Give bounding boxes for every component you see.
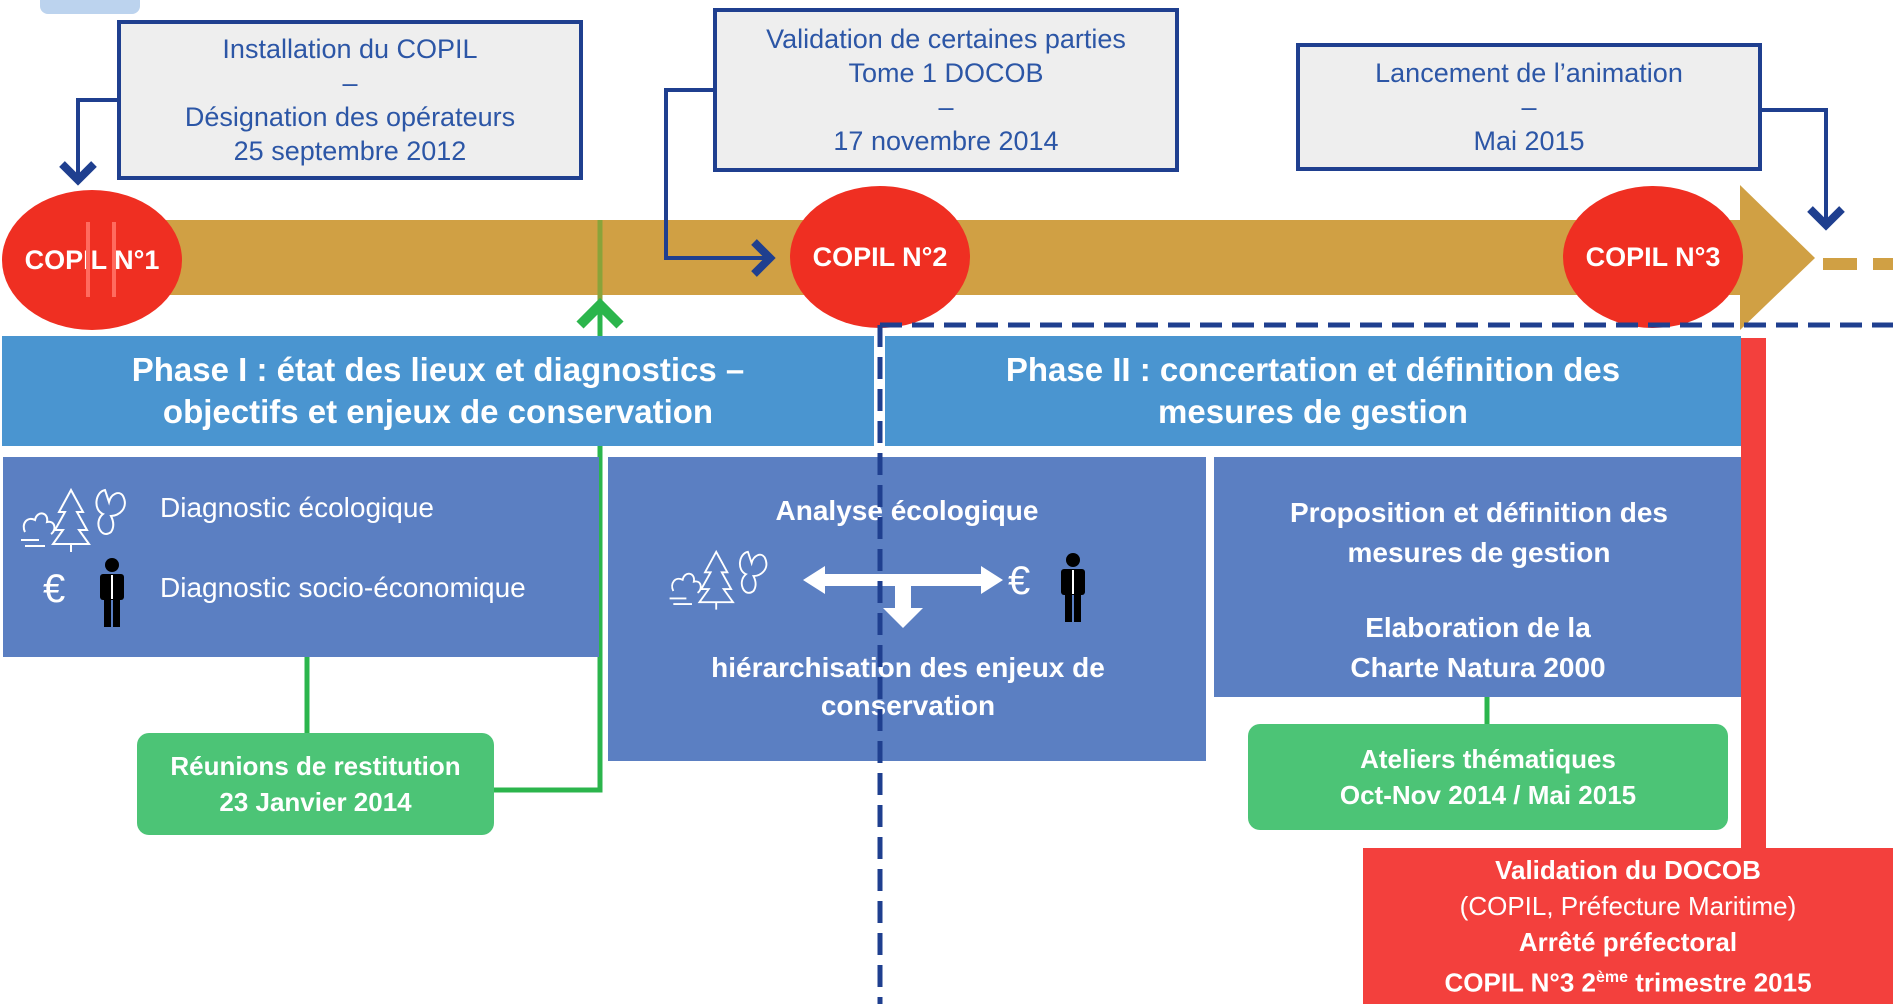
analysis-box: Analyse écologique € hiérarchisat: [608, 457, 1206, 761]
copil-2-marker: COPIL N°2: [790, 186, 970, 328]
euro-icon: €: [43, 567, 66, 611]
person-icon: [95, 557, 129, 632]
copil-3-marker: COPIL N°3: [1563, 186, 1743, 328]
analysis-title: Analyse écologique: [775, 495, 1039, 526]
phase-1-header: Phase I : état des lieux et diagnostics …: [2, 336, 874, 446]
copil-1-marker: COPIL N°1: [2, 190, 182, 330]
person-icon: [1056, 552, 1090, 627]
diagnostics-box: Diagnostic écologique € Diagnostic socio…: [3, 457, 599, 657]
forest-butterfly-icon: [664, 542, 774, 612]
copil-1-stripes: [86, 222, 116, 297]
charte-line-1: Elaboration de la: [1365, 612, 1591, 643]
forest-butterfly-icon: [15, 482, 133, 552]
validation-connector-bar: [1741, 338, 1766, 848]
logo-fragment: [40, 0, 140, 14]
charte-line-2: Charte Natura 2000: [1350, 652, 1606, 683]
callout-installation-copil: Installation du COPIL–Désignation des op…: [117, 20, 583, 180]
phase-2-header: Phase II : concertation et définition de…: [885, 336, 1741, 446]
diagnostic-eco-label: Diagnostic écologique: [160, 492, 434, 523]
callout-lancement-animation: Lancement de l’animation–Mai 2015: [1296, 43, 1762, 171]
proposition-title: Proposition et définition des mesures de…: [1290, 497, 1668, 568]
analysis-subtitle: hiérarchisation des enjeux de conservati…: [711, 652, 1105, 721]
double-arrow-icon: [803, 562, 1003, 637]
diagnostic-socio-label: Diagnostic socio-économique: [160, 572, 526, 603]
proposition-box: Proposition et définition des mesures de…: [1214, 457, 1742, 697]
validation-docob-box: Validation du DOCOB (COPIL, Préfecture M…: [1363, 848, 1893, 1004]
euro-icon: €: [1008, 559, 1031, 603]
